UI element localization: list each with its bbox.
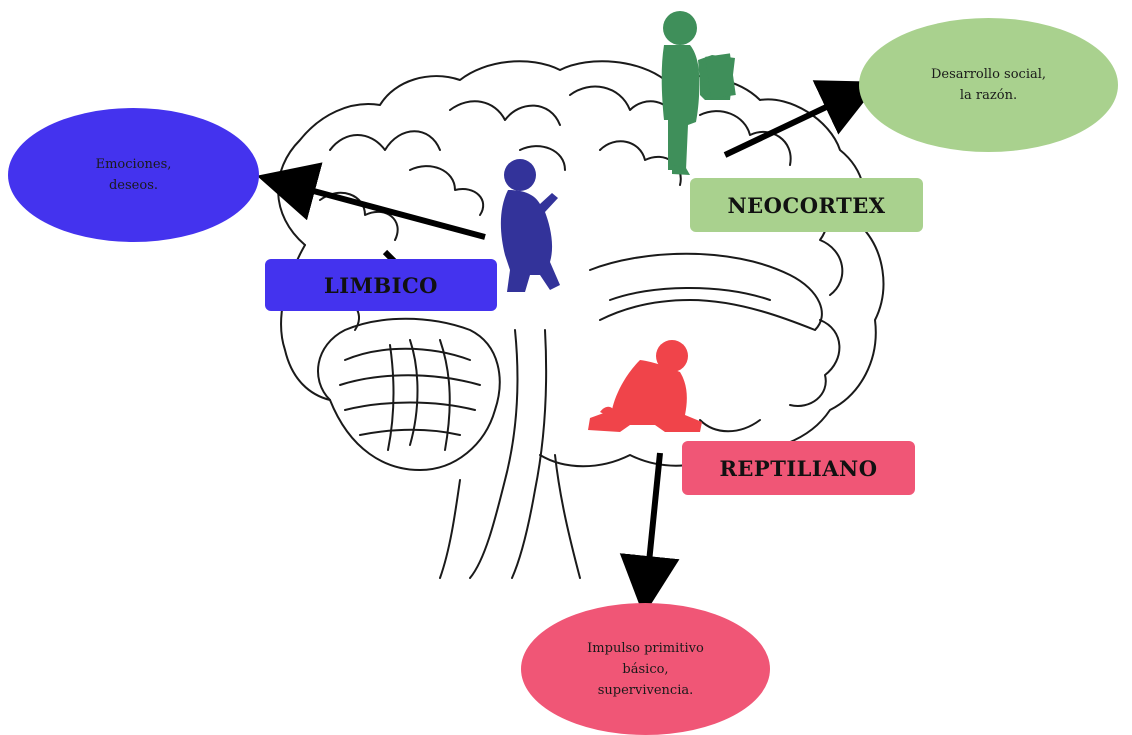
limbic-label: LIMBICO <box>265 259 497 311</box>
limbic-description-bubble: Emociones, deseos. <box>8 108 259 242</box>
reptilian-description-bubble: Impulso primitivo básico, supervivencia. <box>521 603 770 735</box>
reptilian-label: REPTILIANO <box>682 441 915 495</box>
neocortex-label: NEOCORTEX <box>690 178 923 232</box>
arrow-to-limbic-bubble <box>256 162 486 240</box>
neocortex-description-bubble: Desarrollo social, la razón. <box>859 18 1118 152</box>
limbic-description-text: Emociones, deseos. <box>95 157 172 193</box>
walking-toddler-icon <box>500 159 560 292</box>
reading-child-icon <box>661 11 736 175</box>
arrow-to-reptilian-bubble <box>619 452 680 616</box>
reptilian-description-text: Impulso primitivo básico, supervivencia. <box>587 640 704 698</box>
neocortex-description-text: Desarrollo social, la razón. <box>930 67 1047 103</box>
arrow-to-neocortex-bubble <box>723 80 880 158</box>
crawling-baby-icon <box>588 340 702 432</box>
